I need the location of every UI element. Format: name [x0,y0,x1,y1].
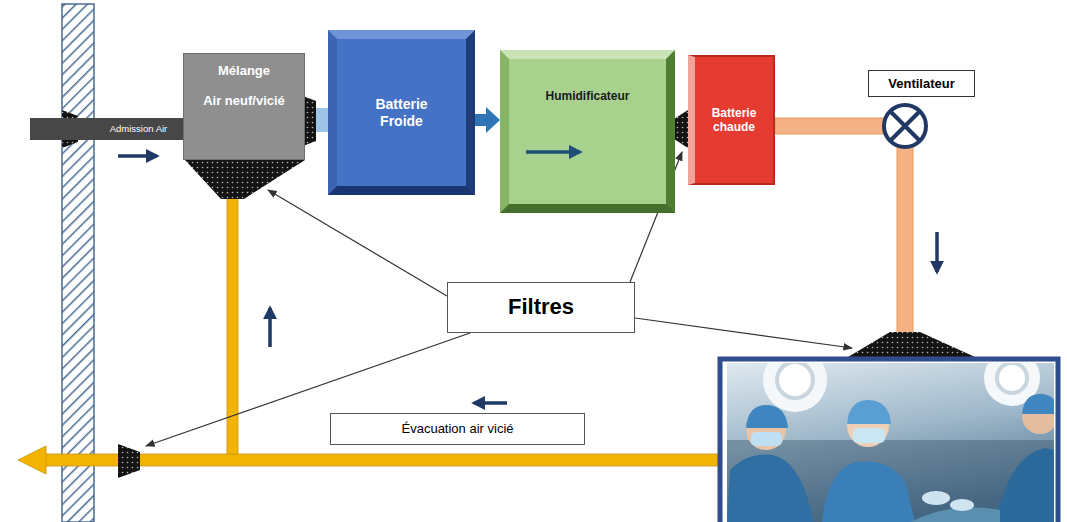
mixing-box: MélangeAir neuf/vicié [183,53,305,160]
box-label: Batterie Froide [375,96,427,130]
operating-room-photo [995,448,1054,522]
operating-room-photo [777,363,813,398]
box-sublabel: Air neuf/vicié [203,93,285,109]
operating-room-photo [1022,394,1054,414]
heating-filter [674,110,688,148]
exhaust-arrowhead [18,446,46,474]
air-connector [475,114,486,126]
box-label: Humidificateur [545,89,629,103]
fan-label: Ventilateur [868,70,975,97]
operating-room-photo [922,491,950,505]
mixing-filter [185,160,305,199]
wall [62,4,94,522]
flow-arrow [268,308,272,347]
operating-room-photo [853,428,885,443]
exhaust-filter [118,444,140,478]
filter-callout: Filtres [447,282,635,333]
exhaust-duct [44,454,720,466]
box-label: Filtres [508,294,574,320]
operating-room-photo [727,455,814,522]
box-label: Admission Air [110,123,168,134]
supply-duct [897,145,913,334]
flow-arrow [935,232,939,272]
flow-arrow [118,154,157,158]
supply-duct [775,118,887,134]
operating-room-photo [822,461,916,522]
humidifier-flow-arrow [526,150,580,154]
box-label: Évacuation air vicié [402,421,514,437]
box-label: Batterie chaude [712,106,757,135]
exhaust-label: Évacuation air vicié [330,413,585,445]
box-label: Mélange [218,63,270,79]
operating-room-photo [950,499,974,511]
leader-line [268,190,447,296]
operating-room-photo [727,363,1054,522]
operating-room-photo [847,400,891,424]
flow-arrow [474,401,507,405]
cooling-coil: Batterie Froide [328,30,475,195]
operating-room-photo [727,440,1054,522]
intake-duct-label: Admission Air [30,118,183,140]
diffuser-filter [848,332,975,357]
humidifier-flow-arrow [500,50,660,200]
fan-symbol [891,112,919,140]
fan-symbol [891,112,919,140]
operating-room-photo [905,507,1000,522]
humidifier: Humidificateur [500,50,675,213]
return-duct [227,198,238,460]
heating-coil: Batterie chaude [688,55,775,185]
operating-room-photo [746,405,788,428]
box-label: Ventilateur [888,76,954,92]
operating-room-photo [997,363,1027,393]
leader-line [635,318,852,348]
operating-room-photo [751,432,782,446]
operating-room-photo [763,363,827,412]
fan-symbol [884,105,926,147]
